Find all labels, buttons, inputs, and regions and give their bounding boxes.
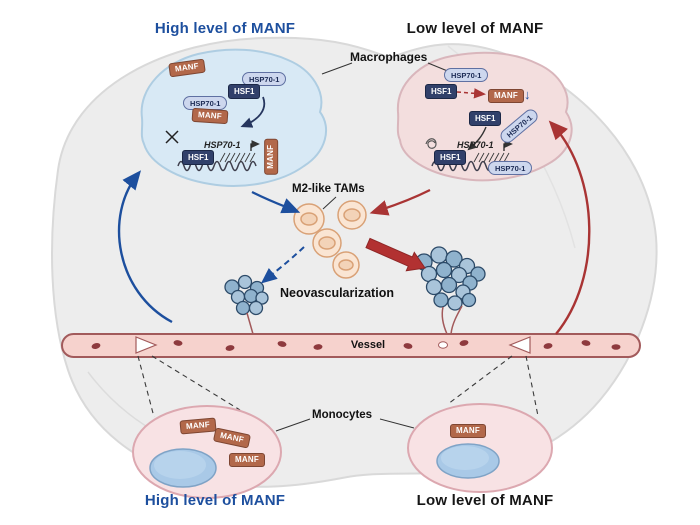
hsf1-pill: HSF1	[469, 111, 502, 126]
macrophages-label: Macrophages	[350, 50, 428, 64]
large-cluster-vessel-links	[441, 305, 463, 335]
feedback-arrow-red	[548, 120, 591, 335]
manf-tag: MANF	[488, 89, 524, 103]
manf-tag: MANF	[191, 107, 229, 124]
section-marker-right	[508, 336, 531, 354]
hsf1-pill: HSF1	[182, 150, 215, 165]
hsf1-to-dna-arrow	[467, 126, 487, 151]
manf-decrease-arrow-icon: ↓	[524, 87, 531, 102]
gene-label: HSP70-1	[204, 140, 241, 150]
vessel-label: Vessel	[350, 339, 386, 351]
tams-connector	[322, 196, 337, 210]
neovascular-cluster-large	[415, 246, 486, 311]
vessel	[61, 333, 641, 358]
feedback-arrow-blue	[117, 170, 173, 324]
white-blood-cell	[438, 341, 448, 349]
manf-tag: MANF	[264, 138, 278, 175]
title-low-manf-bottom: Low level of MANF	[416, 492, 554, 509]
title-low-manf-top: Low level of MANF	[406, 20, 544, 37]
hsp70-pill: HSP70-1	[444, 68, 489, 82]
small-cluster-vessel-link	[246, 312, 254, 335]
monocyte-right	[407, 403, 553, 493]
arrow-red-to-tams	[369, 188, 431, 216]
arrow-blue-to-tams	[251, 190, 301, 214]
section-marker-left	[135, 336, 158, 354]
gene-label: HSP70-1	[457, 140, 494, 150]
monocytes-label: Monocytes	[312, 409, 373, 421]
manf-tag: MANF	[229, 453, 265, 467]
monocytes-connectors	[275, 418, 415, 432]
hsf1-inhibition-dashed-arrow	[456, 88, 486, 99]
hsp70-pill: HSP70-1	[488, 161, 533, 175]
inhibition-x-mark	[165, 130, 179, 144]
manf-tag: MANF	[450, 424, 486, 438]
hsf1-pill: HSF1	[228, 84, 261, 99]
red-blood-cells	[91, 340, 621, 351]
hsp70-pill: HSP70-1	[242, 72, 287, 86]
monocyte-left	[132, 405, 282, 499]
neovascular-cluster-small	[224, 274, 269, 316]
arrow-dashed-blue-to-small-cluster	[260, 246, 305, 284]
title-high-manf-top: High level of MANF	[154, 20, 296, 37]
callout-dashed-lines	[137, 355, 539, 418]
hsf1-pill: HSF1	[434, 150, 467, 165]
tam-cells	[293, 200, 367, 279]
protein-aggregate-scribble	[425, 138, 437, 149]
title-high-manf-bottom: High level of MANF	[144, 492, 286, 509]
left-cell-dna	[177, 140, 260, 172]
m2-tams-label: M2-like TAMs	[292, 183, 365, 195]
neovascularization-label: Neovascularization	[280, 286, 394, 300]
arrow-thick-red-to-large-cluster	[365, 237, 426, 272]
promoter-arrow	[503, 140, 513, 151]
promoter-arrow	[250, 140, 260, 151]
hsf1-pill: HSF1	[425, 84, 458, 99]
hsf1-translocation-arrow	[240, 96, 266, 128]
